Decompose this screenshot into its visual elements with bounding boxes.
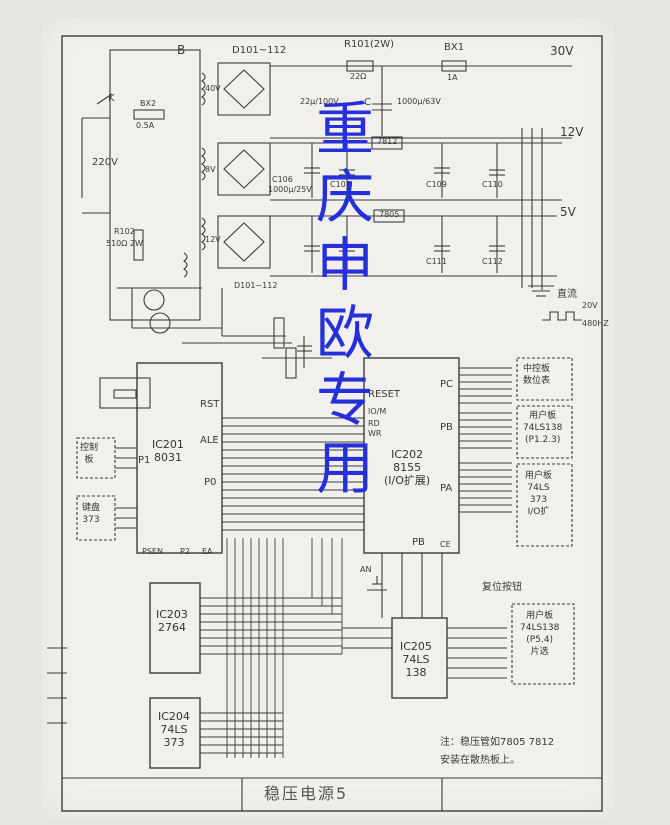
box-left-control: 控制板 <box>80 443 99 466</box>
schematic-sheet: B D101~112 R101(2W) 22Ω BX1 1A 30V 12V 5… <box>42 18 614 818</box>
r101-value: 22Ω <box>350 72 367 81</box>
output-30v-label: 30V <box>550 44 574 58</box>
note-line-2: 安装在散热板上。 <box>440 755 520 766</box>
title-block: 稳压电源5 <box>264 784 349 803</box>
ic202-part: 8155 <box>393 461 422 475</box>
r102-label: R102 <box>114 227 135 236</box>
ic204-name: IC204 <box>158 710 190 723</box>
pin-ale: ALE <box>200 435 219 446</box>
ref-480hz-label: 480HZ <box>582 319 609 328</box>
pin-pa: PA <box>440 483 453 494</box>
pin-rd: RD <box>368 419 380 428</box>
pin-ea: EA <box>202 547 213 556</box>
ic204-label: IC204 74LS 373 <box>158 710 190 750</box>
fuse-bx2-label: BX2 <box>140 99 157 108</box>
secondary-40v: 40V <box>205 84 221 93</box>
c111-label: C111 <box>426 257 447 266</box>
c106-value: 1000μ/25V <box>268 185 312 194</box>
pin-io-m: IO/M <box>368 407 387 416</box>
circuit-drawing <box>47 35 603 812</box>
watermark-char-6: 用 <box>315 434 374 503</box>
ref-20v-label: 20V <box>582 301 598 310</box>
watermark-char-2: 庆 <box>315 162 374 231</box>
r102-value: 510Ω 2W <box>106 239 143 248</box>
pin-wr: WR <box>368 429 382 438</box>
r101-label: R101(2W) <box>344 39 395 50</box>
bx1-label: BX1 <box>444 42 465 53</box>
ic203-label: IC203 2764 <box>156 608 188 634</box>
c-label: C <box>364 97 371 108</box>
mains-220v-label: 220V <box>92 157 118 168</box>
watermark-char-5: 专 <box>315 366 374 435</box>
reset-switch-an: AN <box>360 565 372 574</box>
ic202-name: IC202 <box>391 448 424 461</box>
pin-reset: RESET <box>368 389 401 400</box>
switch-k-label: K <box>108 93 115 104</box>
cap-22u-100v: 22μ/100V <box>300 97 339 106</box>
ic204-part2: 373 <box>163 736 185 750</box>
pin-psen: PSEN <box>142 547 163 556</box>
ic204-part: 74LS <box>160 723 188 737</box>
box-control-display: 中控板数位表 <box>523 364 551 387</box>
ic203-name: IC203 <box>156 608 188 621</box>
watermark: 重 庆 申 欧 专 用 <box>310 95 380 503</box>
c107-label: C107 <box>330 180 351 189</box>
output-12v-label: 12V <box>560 125 584 139</box>
ic205-part: 74LS <box>402 653 430 667</box>
pin-rst: RST <box>200 399 220 410</box>
c112-label: C112 <box>482 257 503 266</box>
ic205-name: IC205 <box>400 640 432 653</box>
ic201-name: IC201 <box>152 438 184 451</box>
pin-p1: P1 <box>138 455 151 466</box>
regulator-7805: 7805 <box>379 210 400 219</box>
diode-range-bottom: D101~112 <box>234 281 278 290</box>
diode-range-label: D101~112 <box>232 45 287 56</box>
pin-pb: PB <box>440 422 453 433</box>
ic202-label: IC202 8155 (I/O扩展) <box>384 448 430 488</box>
pin-ce: CE <box>440 540 451 549</box>
ic202-sub: (I/O扩展) <box>384 474 431 488</box>
secondary-12v: 12V <box>205 235 221 244</box>
pin-p2: P2 <box>180 547 190 556</box>
pin-pc: PC <box>440 379 454 390</box>
output-5v-label: 5V <box>560 205 576 219</box>
watermark-char-4: 欧 <box>315 298 374 367</box>
ic205-part2: 138 <box>405 666 427 680</box>
cap-1000u-63v: 1000μ/63V <box>397 97 441 106</box>
ic205-label: IC205 74LS 138 <box>400 640 432 680</box>
c106-label: C106 <box>272 175 293 184</box>
bx1-value: 1A <box>447 73 458 82</box>
c109-label: C109 <box>426 180 447 189</box>
ic201-part: 8031 <box>153 451 182 465</box>
ic203-part: 2764 <box>157 621 186 635</box>
fuse-value: 0.5A <box>136 121 155 130</box>
pin-pb-bottom: PB <box>412 537 425 548</box>
dc-ref-label: 直流 <box>557 289 577 300</box>
reset-button-note: 复位按钮 <box>482 582 522 593</box>
watermark-char-1: 重 <box>315 95 374 163</box>
regulator-7812: 7812 <box>377 137 398 146</box>
transformer-label-b: B <box>177 43 186 57</box>
watermark-char-3: 申 <box>315 230 374 299</box>
secondary-8v: 8V <box>205 165 216 174</box>
pin-p0: P0 <box>204 477 217 488</box>
note-line-1: 注：稳压管如7805 7812 <box>440 737 555 748</box>
ic201-label: IC201 8031 <box>152 438 184 464</box>
c110-label: C110 <box>482 180 503 189</box>
